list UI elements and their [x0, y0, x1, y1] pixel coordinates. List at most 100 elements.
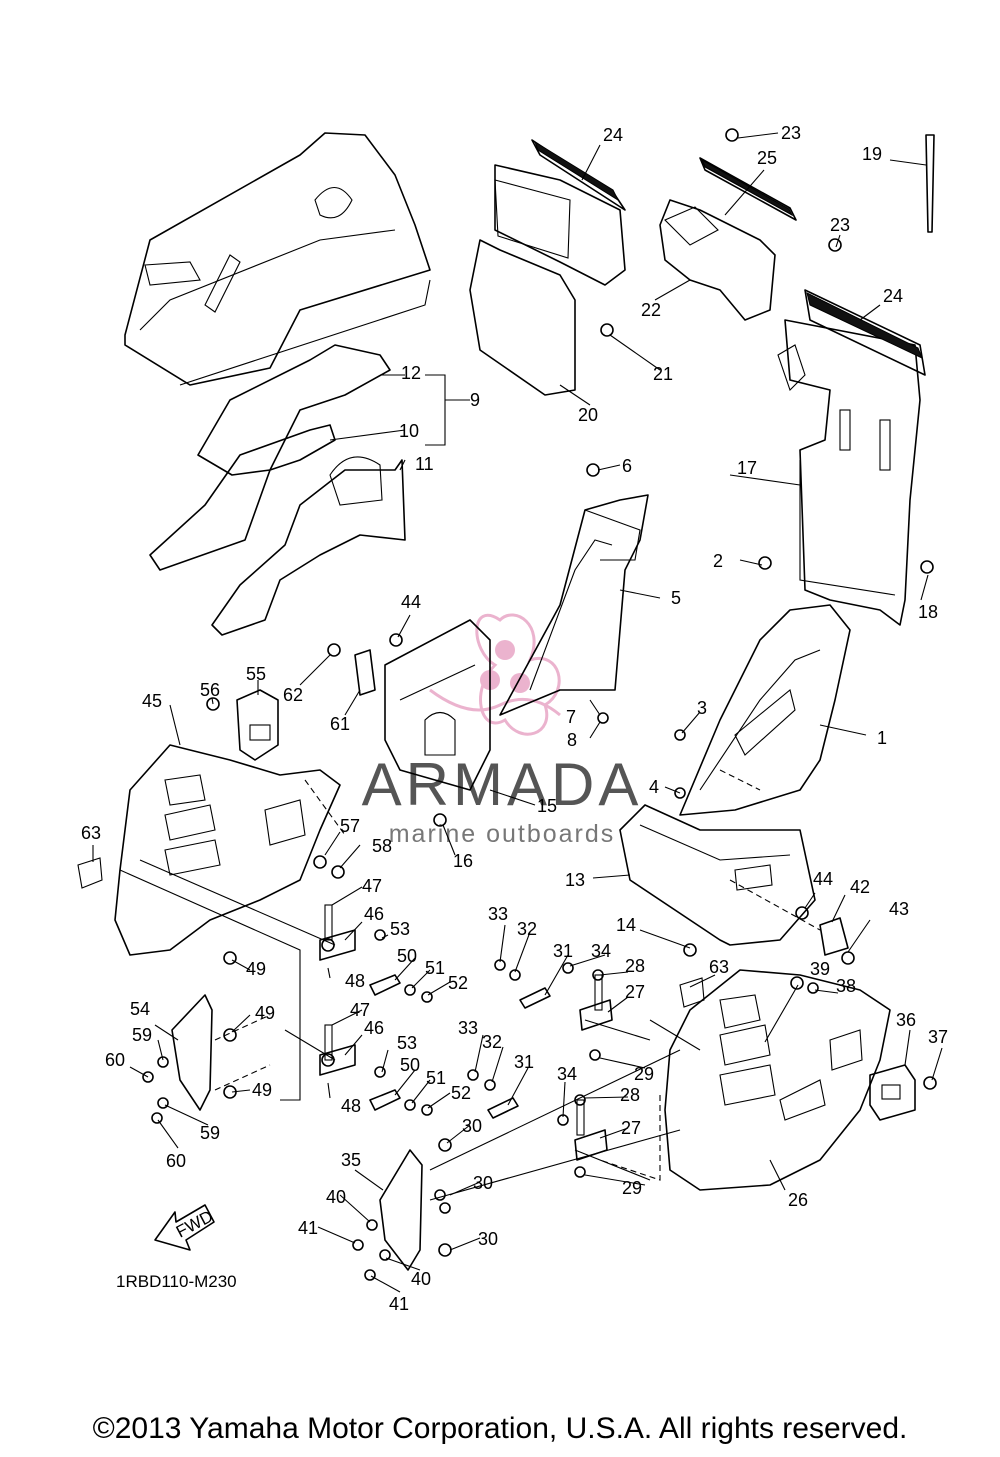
plate-13-part — [619, 804, 816, 946]
label-19: 19 — [862, 144, 882, 164]
leader-lines — [92, 132, 943, 1293]
label-30a: 30 — [462, 1116, 482, 1136]
label-20: 20 — [578, 405, 598, 425]
tie-strap-19-part — [925, 134, 935, 233]
label-46b: 46 — [364, 1018, 384, 1038]
label-13: 13 — [565, 870, 585, 890]
label-49a: 49 — [246, 959, 266, 979]
plate-15-part — [384, 619, 491, 791]
label-22: 22 — [641, 300, 661, 320]
label-55: 55 — [246, 664, 266, 684]
label-63b: 63 — [709, 957, 729, 977]
label-53a: 53 — [390, 919, 410, 939]
label-46a: 46 — [364, 904, 384, 924]
label-47a: 47 — [362, 876, 382, 896]
drawing-code: 1RBD110-M230 — [116, 1272, 237, 1291]
bracket-35-part — [379, 1149, 423, 1271]
label-29a: 29 — [634, 1064, 654, 1084]
label-40b: 40 — [411, 1269, 431, 1289]
cover-45-part — [114, 744, 341, 956]
label-49c: 49 — [252, 1080, 272, 1100]
label-50b: 50 — [400, 1055, 420, 1075]
clip-55-part — [236, 689, 279, 761]
label-47b: 47 — [350, 1000, 370, 1020]
label-49b: 49 — [255, 1003, 275, 1023]
label-60b: 60 — [166, 1151, 186, 1171]
label-34b: 34 — [557, 1064, 577, 1084]
label-26: 26 — [788, 1190, 808, 1210]
fwd-arrow-icon: FWD — [154, 1204, 216, 1251]
label-39: 39 — [810, 959, 830, 979]
duct-22-part — [659, 157, 797, 321]
label-48b: 48 — [341, 1096, 361, 1116]
label-63a: 63 — [81, 823, 101, 843]
label-10: 10 — [399, 421, 419, 441]
label-2: 2 — [713, 551, 723, 571]
label-23a: 23 — [781, 123, 801, 143]
label-31a: 31 — [553, 941, 573, 961]
panel-17-part — [777, 289, 926, 626]
label-48a: 48 — [345, 971, 365, 991]
label-60a: 60 — [105, 1050, 125, 1070]
assembly-lines — [119, 769, 821, 1201]
label-41b: 41 — [389, 1294, 409, 1314]
label-28a: 28 — [625, 956, 645, 976]
label-41a: 41 — [298, 1218, 318, 1238]
label-7: 7 — [566, 707, 576, 727]
label-11: 11 — [415, 454, 434, 474]
label-52b: 52 — [451, 1083, 471, 1103]
label-27b: 27 — [621, 1118, 641, 1138]
label-27a: 27 — [625, 982, 645, 1002]
cover-26-part — [664, 969, 891, 1191]
label-32a: 32 — [517, 919, 537, 939]
label-58: 58 — [372, 836, 392, 856]
label-18: 18 — [918, 602, 938, 622]
bracket-20-part — [469, 139, 626, 396]
label-31b: 31 — [514, 1052, 534, 1072]
label-33b: 33 — [458, 1018, 478, 1038]
label-32b: 32 — [482, 1032, 502, 1052]
bracket-5-part — [499, 494, 649, 716]
label-33a: 33 — [488, 904, 508, 924]
label-14: 14 — [616, 915, 636, 935]
label-28b: 28 — [620, 1085, 640, 1105]
bracket-1-part — [679, 604, 851, 816]
label-57: 57 — [340, 816, 360, 836]
upper-cover-part — [124, 132, 431, 386]
label-23b: 23 — [830, 215, 850, 235]
clip-36-part — [869, 1064, 916, 1121]
label-62: 62 — [283, 685, 303, 705]
label-50a: 50 — [397, 946, 417, 966]
label-30c: 30 — [478, 1229, 498, 1249]
label-34a: 34 — [591, 941, 611, 961]
copyright-notice: ©2013 Yamaha Motor Corporation, U.S.A. A… — [92, 1412, 908, 1445]
label-44b: 44 — [813, 869, 833, 889]
label-35: 35 — [341, 1150, 361, 1170]
watermark-subtitle: marine outboards — [389, 820, 616, 848]
label-44a: 44 — [401, 592, 421, 612]
label-3: 3 — [697, 698, 707, 718]
label-17: 17 — [737, 458, 757, 478]
label-24b: 24 — [883, 286, 903, 306]
label-53b: 53 — [397, 1033, 417, 1053]
liner-12-part — [197, 344, 391, 476]
label-38: 38 — [836, 976, 856, 996]
label-30b: 30 — [473, 1173, 493, 1193]
label-43: 43 — [889, 899, 909, 919]
label-12: 12 — [401, 363, 421, 383]
bracket-54-part — [171, 994, 213, 1111]
label-40a: 40 — [326, 1187, 346, 1207]
label-42: 42 — [850, 877, 870, 897]
part-labels: 24 23 25 19 23 24 22 21 20 12 9 10 11 6 … — [81, 123, 948, 1314]
label-8: 8 — [567, 730, 577, 750]
label-9: 9 — [470, 390, 480, 410]
liner-10-part — [149, 424, 336, 571]
label-59b: 59 — [200, 1123, 220, 1143]
label-24a: 24 — [603, 125, 623, 145]
label-5: 5 — [671, 588, 681, 608]
label-37: 37 — [928, 1027, 948, 1047]
label-56: 56 — [200, 680, 220, 700]
label-21: 21 — [653, 364, 673, 384]
label-4: 4 — [649, 777, 659, 797]
